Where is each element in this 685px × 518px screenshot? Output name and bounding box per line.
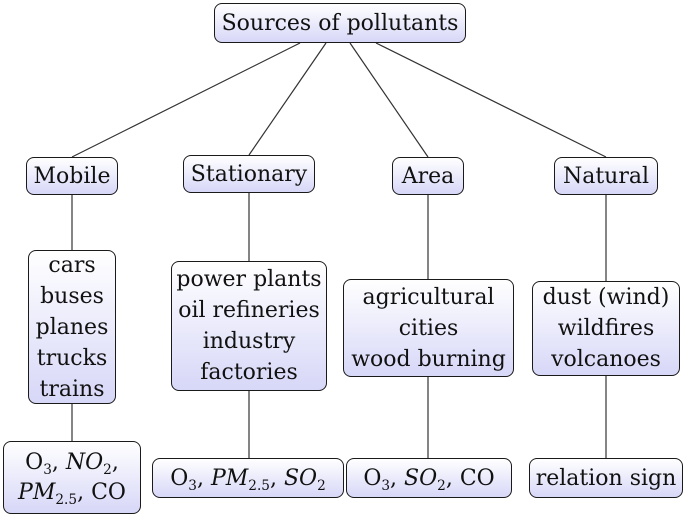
source-item: dust (wind) — [542, 285, 670, 310]
so2-label: SO2 — [283, 465, 326, 494]
pollutant-line: O3, SO2, CO — [363, 465, 495, 494]
category-stationary: Stationary — [183, 155, 315, 193]
category-area-label: Area — [401, 163, 455, 189]
no2-label: NO2 — [65, 449, 112, 478]
source-item: power plants — [176, 267, 322, 292]
so2-label: SO2 — [404, 465, 446, 494]
edge-root-area — [349, 42, 429, 158]
pollutants-mobile: O3, NO2, PM2.5, CO — [3, 441, 141, 514]
pollutant-line: PM2.5, CO — [18, 479, 126, 508]
sources-natural: dust (wind) wildfires volcanoes — [532, 281, 680, 376]
source-item: factories — [200, 360, 298, 385]
sources-stationary: power plants oil refineries industry fac… — [171, 261, 327, 391]
category-stationary-label: Stationary — [190, 161, 308, 187]
category-mobile: Mobile — [26, 157, 118, 195]
category-area: Area — [392, 157, 464, 195]
source-item: wildfires — [557, 316, 655, 341]
pollutant-line: O3, PM2.5, SO2 — [170, 465, 326, 494]
root-node: Sources of pollutants — [214, 3, 466, 43]
source-item: oil refineries — [178, 298, 320, 323]
sources-mobile: cars buses planes trucks trains — [28, 250, 116, 404]
pm25-label: PM2.5 — [210, 465, 270, 494]
edge-root-natural — [375, 42, 607, 158]
o3-label: O3 — [363, 465, 391, 494]
source-item: buses — [40, 283, 104, 309]
source-item: cars — [48, 252, 96, 278]
category-mobile-label: Mobile — [33, 163, 111, 189]
pollutants-area: O3, SO2, CO — [346, 458, 512, 498]
pm25-label: PM2.5 — [18, 479, 78, 508]
pollutants-natural: relation sign — [529, 458, 683, 498]
category-natural-label: Natural — [562, 163, 650, 189]
co-label: CO — [459, 465, 495, 491]
co-label: CO — [91, 479, 126, 505]
source-item: planes — [35, 314, 109, 340]
sources-area: agricultural cities wood burning — [343, 279, 514, 377]
source-item: trains — [39, 376, 105, 402]
category-natural: Natural — [554, 157, 658, 195]
root-label: Sources of pollutants — [221, 10, 459, 36]
edge-root-stationary — [248, 42, 327, 156]
source-item: trucks — [36, 345, 108, 371]
natural-pollutant-label: relation sign — [535, 465, 677, 491]
pollutant-line: O3, NO2, — [25, 449, 119, 478]
source-item: cities — [398, 315, 459, 341]
o3-label: O3 — [25, 449, 52, 478]
source-item: volcanoes — [551, 347, 661, 372]
source-item: agricultural — [362, 284, 495, 310]
source-item: industry — [202, 329, 296, 354]
o3-label: O3 — [170, 465, 197, 494]
edge-root-mobile — [71, 42, 301, 158]
source-item: wood burning — [351, 346, 506, 372]
pollutants-stationary: O3, PM2.5, SO2 — [152, 458, 344, 498]
